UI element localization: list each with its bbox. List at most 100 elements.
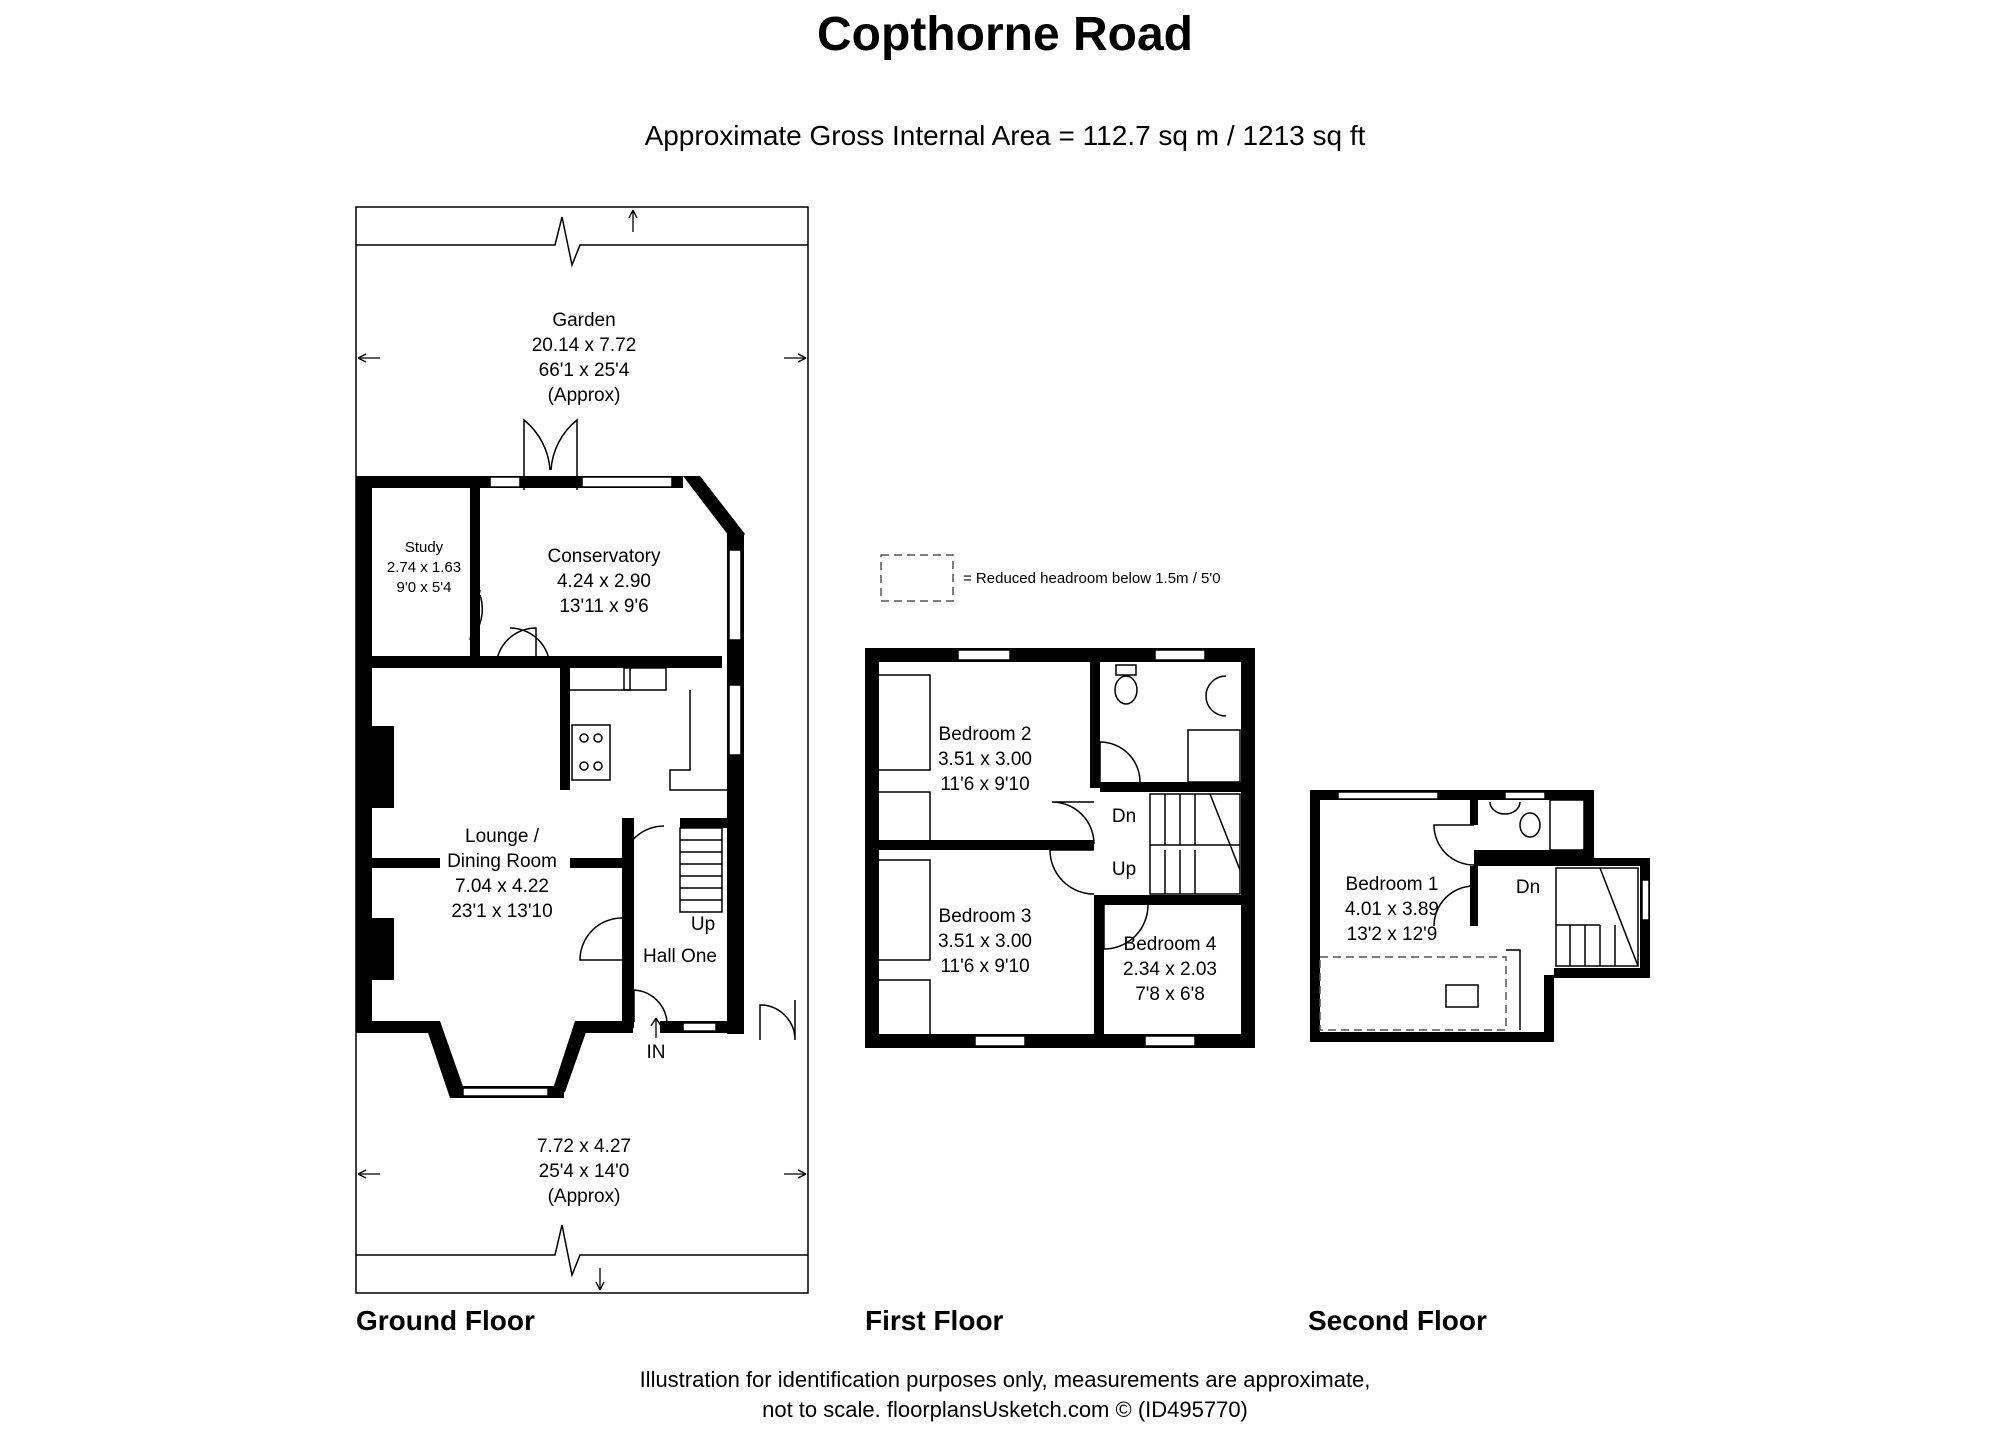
wall-left	[356, 476, 372, 1032]
second-floor: Bedroom 1 4.01 x 3.89 13'2 x 12'9 Dn Sec…	[1308, 790, 1650, 1336]
ff-shower-icon	[1187, 729, 1241, 783]
front-garden-note: (Approx)	[548, 1186, 621, 1207]
wall-lounge-divider-right	[570, 858, 622, 868]
lounge-imperial: 23'1 x 13'10	[451, 901, 552, 922]
wall-right	[727, 534, 744, 1034]
wall-bay-left	[424, 1021, 465, 1098]
study-metric: 2.74 x 1.63	[387, 559, 461, 576]
bedroom3-name: Bedroom 3	[939, 906, 1032, 927]
garden-note: (Approx)	[548, 385, 621, 406]
front-boundary	[356, 1224, 808, 1278]
first-floor: Bedroom 2 3.51 x 3.00 11'6 x 9'10 Bedroo…	[865, 648, 1255, 1336]
entry-arrow-icon	[650, 1017, 662, 1038]
hob-ring-icon	[593, 761, 603, 771]
ff-wardrobe-bed2-top	[879, 674, 931, 771]
disclaimer-line1: Illustration for identification purposes…	[640, 1367, 1371, 1392]
ff-stairs-down: Dn	[1112, 806, 1136, 827]
ff-wardrobe-bed3-bottom	[879, 979, 931, 1034]
sf-stairs-down: Dn	[1516, 877, 1540, 898]
hob-icon	[571, 724, 611, 781]
sf-wall-bath-left	[1470, 790, 1478, 825]
lounge-name-1: Lounge /	[465, 826, 540, 847]
garden-metric: 20.14 x 7.72	[532, 335, 637, 356]
ground-stairs	[679, 827, 723, 913]
sf-wall-left	[1310, 790, 1320, 1042]
bedroom4-imperial: 7'8 x 6'8	[1135, 984, 1205, 1005]
ff-wardrobe-bed2-bottom	[879, 791, 931, 840]
ground-floor-label: Ground Floor	[356, 1305, 535, 1336]
ff-door-bed3	[1049, 849, 1095, 895]
chimney-breast-2	[372, 918, 394, 980]
front-garden-bottom-arrow	[595, 1268, 605, 1291]
conservatory-name: Conservatory	[548, 546, 661, 567]
window-hall	[682, 1022, 717, 1032]
wall-kitchen	[560, 660, 570, 790]
lounge-name-2: Dining Room	[447, 851, 557, 872]
ff-wall-bed2-bottom	[879, 840, 1094, 850]
wall-study-top	[356, 476, 524, 488]
ff-door-bed2	[1051, 801, 1095, 845]
ff-door-bed4	[1103, 904, 1149, 950]
ff-wall-bed4-left	[1094, 895, 1104, 1035]
sf-shower-icon	[1549, 799, 1585, 851]
sf-door-stair	[1433, 885, 1475, 927]
sf-wall-stair-top	[1474, 858, 1648, 866]
bedroom2-metric: 3.51 x 3.00	[938, 749, 1032, 770]
study-door	[469, 589, 483, 641]
bedroom2-name: Bedroom 2	[939, 724, 1032, 745]
sf-roof-window-icon	[1445, 984, 1479, 1008]
kitchen-sink-icon	[623, 667, 667, 691]
garden-top-arrow	[628, 209, 638, 232]
ff-window-bed2	[957, 649, 1011, 661]
reduced-headroom-legend: = Reduced headroom below 1.5m / 5'0	[963, 570, 1221, 587]
sf-wall-stair-bottom	[1554, 968, 1650, 978]
window-bay	[462, 1087, 549, 1097]
front-garden-metric: 7.72 x 4.27	[537, 1136, 631, 1157]
conservatory-imperial: 13'11 x 9'6	[559, 596, 648, 617]
garden-name: Garden	[552, 310, 615, 331]
wall-stair-top	[680, 818, 730, 828]
page-title: Copthorne Road	[817, 8, 1193, 61]
hob-ring-icon	[593, 733, 603, 743]
bedroom2-imperial: 11'6 x 9'10	[940, 774, 1029, 795]
wall-cons-bay	[683, 476, 745, 544]
ff-wall-left	[865, 648, 879, 1048]
wall-front-mid	[575, 1021, 633, 1033]
wall-cons-bottom	[372, 656, 722, 668]
garden-dim-arrows	[357, 353, 807, 363]
sf-reduced-headroom	[1319, 956, 1507, 1031]
bedroom1-imperial: 13'2 x 12'9	[1347, 924, 1438, 945]
sf-wall-top	[1310, 790, 1594, 800]
window-cons-side	[728, 549, 742, 641]
ff-window-bed4	[1144, 1035, 1196, 1047]
second-floor-label: Second Floor	[1308, 1305, 1487, 1336]
hall-name: Hall One	[643, 946, 717, 967]
sf-wardrobe	[1506, 949, 1521, 1030]
sf-wall-bath-right	[1584, 790, 1594, 858]
window-cons-1	[489, 476, 521, 488]
sf-stairs	[1555, 867, 1639, 967]
sf-toilet-icon	[1519, 812, 1541, 838]
front-garden-imperial: 25'4 x 14'0	[539, 1161, 630, 1182]
ff-wall-bottom	[865, 1034, 1255, 1048]
ff-wall-right	[1241, 648, 1255, 1048]
bedroom3-imperial: 11'6 x 9'10	[940, 956, 1029, 977]
ff-toilet-icon	[1114, 675, 1138, 705]
chimney-breast-1	[372, 726, 394, 808]
ff-stairs	[1149, 793, 1241, 895]
sf-wall-right-low	[1544, 975, 1554, 1042]
bedroom4-metric: 2.34 x 2.03	[1123, 959, 1217, 980]
ff-wall-bed4-top	[1104, 895, 1241, 905]
wall-study-right	[470, 476, 480, 666]
sf-wall-bath-bottom	[1474, 850, 1594, 858]
wall-bay-right	[550, 1021, 590, 1098]
french-doors-lounge	[495, 627, 551, 669]
bedroom1-name: Bedroom 1	[1346, 874, 1439, 895]
study-name: Study	[405, 539, 444, 556]
lounge-door	[579, 917, 623, 961]
ff-cistern-icon	[1115, 664, 1137, 676]
ff-basin-icon	[1205, 675, 1227, 717]
sf-window-stair	[1641, 879, 1650, 921]
bedroom4-name: Bedroom 4	[1124, 934, 1217, 955]
